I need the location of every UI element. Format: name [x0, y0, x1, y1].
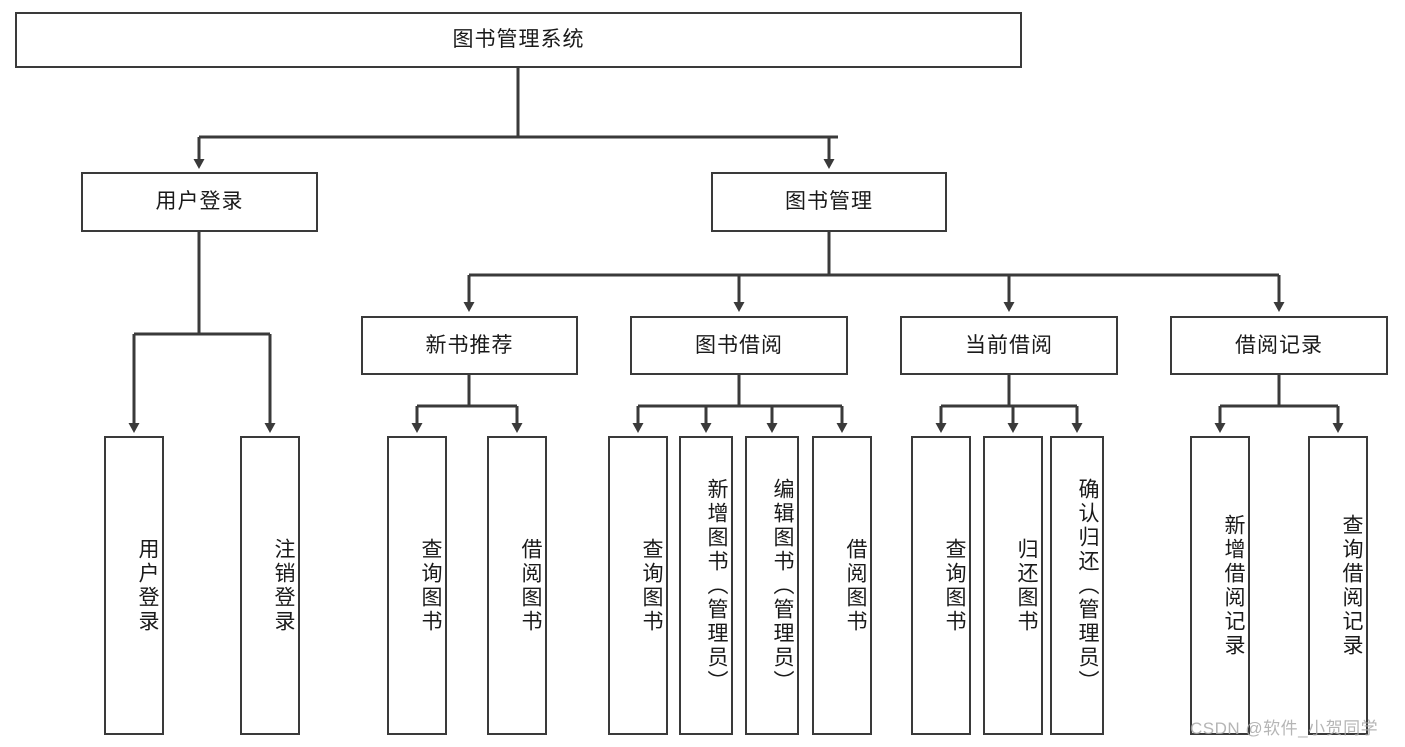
leaf-node-label: 新增借阅记录 — [1222, 513, 1245, 658]
leaf-node[interactable]: 查询图书 — [387, 436, 447, 735]
node-borrow-record-label: 借阅记录 — [1235, 333, 1323, 357]
leaf-node[interactable]: 查询图书 — [608, 436, 668, 735]
node-book-management-label: 图书管理 — [785, 190, 873, 214]
leaf-node-label: 借阅图书 — [844, 537, 867, 634]
node-new-book-recommend[interactable]: 新书推荐 — [361, 316, 578, 375]
leaf-node-label: 查询图书 — [419, 537, 442, 634]
node-user-login[interactable]: 用户登录 — [81, 172, 318, 232]
leaf-node[interactable]: 查询图书 — [911, 436, 971, 735]
leaf-node[interactable]: 借阅图书 — [487, 436, 547, 735]
leaf-node-label: 编辑图书（管理员） — [771, 477, 794, 694]
leaf-node[interactable]: 借阅图书 — [812, 436, 872, 735]
leaf-node-label: 确认归还（管理员） — [1076, 477, 1099, 694]
leaf-node-label: 查询图书 — [943, 537, 966, 634]
node-current-borrow-label: 当前借阅 — [965, 333, 1053, 357]
leaf-node-label: 新增图书（管理员） — [705, 477, 728, 694]
node-borrow-record[interactable]: 借阅记录 — [1170, 316, 1388, 375]
node-book-borrow[interactable]: 图书借阅 — [630, 316, 848, 375]
leaf-node[interactable]: 编辑图书（管理员） — [745, 436, 799, 735]
node-book-borrow-label: 图书借阅 — [695, 333, 783, 357]
node-user-login-label: 用户登录 — [155, 190, 244, 214]
node-root-label: 图书管理系统 — [452, 28, 585, 52]
leaf-node-label: 用户登录 — [136, 537, 159, 634]
leaf-node[interactable]: 确认归还（管理员） — [1050, 436, 1104, 735]
leaf-node[interactable]: 用户登录 — [104, 436, 164, 735]
leaf-node[interactable]: 新增图书（管理员） — [679, 436, 733, 735]
leaf-node-label: 注销登录 — [272, 537, 295, 634]
leaf-node-label: 归还图书 — [1015, 537, 1038, 634]
csdn-watermark: CSDN @软件_小贺同学 — [1190, 719, 1379, 738]
leaf-node[interactable]: 新增借阅记录 — [1190, 436, 1250, 735]
leaf-node[interactable]: 注销登录 — [240, 436, 300, 735]
leaf-node-label: 借阅图书 — [519, 537, 542, 634]
leaf-node-label: 查询图书 — [640, 537, 663, 634]
leaf-node[interactable]: 归还图书 — [983, 436, 1043, 735]
leaf-node[interactable]: 查询借阅记录 — [1308, 436, 1368, 735]
node-current-borrow[interactable]: 当前借阅 — [900, 316, 1118, 375]
leaf-node-label: 查询借阅记录 — [1340, 513, 1363, 658]
node-root[interactable]: 图书管理系统 — [15, 12, 1022, 68]
node-book-management[interactable]: 图书管理 — [711, 172, 947, 232]
node-new-book-recommend-label: 新书推荐 — [425, 333, 514, 357]
